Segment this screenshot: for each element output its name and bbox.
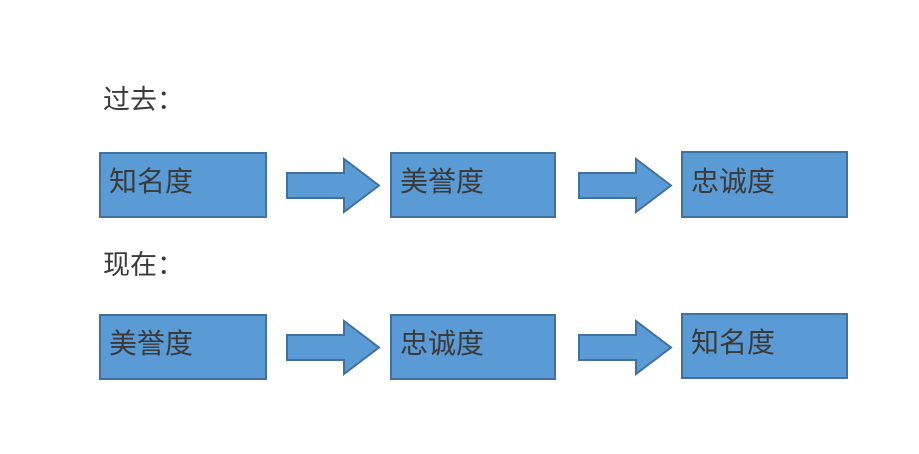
process-box-label: 知名度 [109,166,194,197]
process-box-now-3[interactable]: 知名度 [681,313,848,379]
arrow-right-icon [286,156,381,215]
process-box-label: 美誉度 [400,166,485,197]
arrow-now-1 [286,318,381,377]
arrow-past-1 [286,156,381,215]
process-box-now-2[interactable]: 忠诚度 [390,314,556,380]
arrow-right-icon [286,318,381,377]
process-box-past-3[interactable]: 忠诚度 [681,151,848,218]
row-label-past: 过去： [103,85,184,115]
arrow-right-icon [578,318,673,377]
process-box-past-2[interactable]: 美誉度 [390,152,556,218]
process-box-label: 忠诚度 [691,165,776,197]
process-box-label: 美誉度 [109,328,194,359]
process-box-past-1[interactable]: 知名度 [99,152,267,218]
process-box-label: 忠诚度 [400,328,485,359]
row-label-now: 现在： [103,250,184,280]
process-box-now-1[interactable]: 美誉度 [99,314,267,380]
arrow-past-2 [578,156,673,215]
arrow-right-icon [578,156,673,215]
arrow-now-2 [578,318,673,377]
process-box-label: 知名度 [691,327,776,358]
